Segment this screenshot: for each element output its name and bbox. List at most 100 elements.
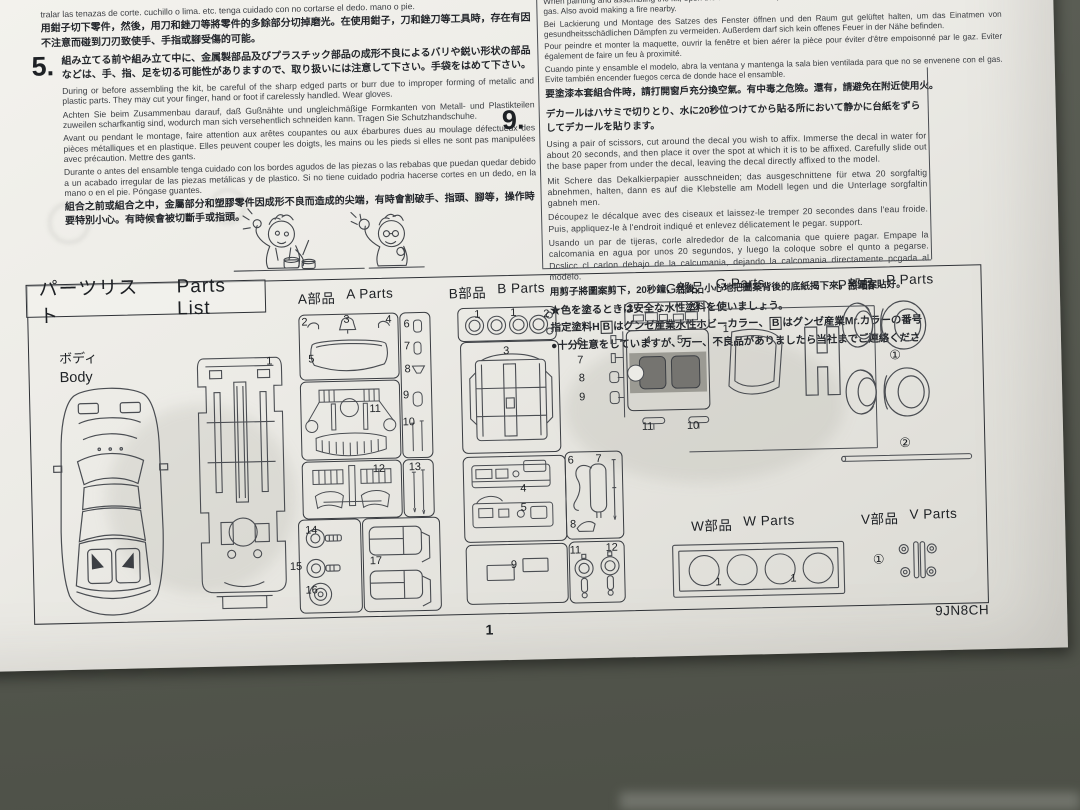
- step-9-number: 9.: [501, 104, 525, 136]
- part-label: 10: [686, 419, 700, 432]
- v-parts-en: V Parts: [909, 505, 958, 522]
- b-parts-box-1: 1 1 2: [457, 305, 557, 343]
- part-label: 9: [579, 391, 586, 404]
- b-parts-plates-drawing: [486, 557, 549, 582]
- table-highlight: [620, 792, 1080, 810]
- b-parts-dashboard-drawing: [471, 459, 554, 529]
- part-label: 1: [715, 576, 722, 589]
- b-parts-box-2: 3: [459, 339, 562, 455]
- part-label: 5: [308, 353, 315, 366]
- g-parts-runner-drawing: [689, 305, 878, 453]
- b-parts-muffler-drawing: [573, 459, 617, 532]
- a-parts-box-5: 17: [361, 516, 443, 613]
- p-parts-tires-1-drawing: [842, 300, 927, 350]
- part-label: 7: [577, 354, 584, 367]
- part-label: 16: [305, 584, 318, 597]
- w-parts-ja: W部品: [690, 517, 733, 534]
- part-label: 11: [569, 544, 582, 557]
- v-parts-ja: V部品: [860, 511, 899, 528]
- a-parts-ja: A部品: [297, 290, 336, 307]
- w-parts-en: W Parts: [743, 512, 795, 529]
- part-label: 8: [578, 372, 586, 385]
- part-label: 11: [369, 402, 381, 416]
- part-label: 2: [301, 316, 308, 329]
- a-parts-axle-drawing: [312, 464, 392, 510]
- b-parts-caps-drawing: [465, 311, 554, 336]
- b-parts-bulkhead-drawing: [469, 353, 554, 442]
- car-body-top-view-drawing: [53, 387, 169, 616]
- step9-japanese: デカールはハサミで切りとり、水に20秒位つけてから貼る所において静かに台紙をずら…: [545, 100, 921, 135]
- parts-list-panel: パーツリスト Parts List A部品 A Parts B部品 B Part…: [25, 264, 989, 625]
- part-label: ②: [899, 434, 912, 451]
- part-label: 3: [343, 313, 350, 326]
- part-label: 1: [266, 355, 273, 368]
- parts-list-title-ja: パーツリスト: [38, 276, 139, 328]
- a-parts-small-items-drawing: [307, 317, 391, 372]
- part-label: 5: [520, 501, 527, 514]
- step9-english: Using a pair of scissors, cut around the…: [546, 130, 927, 172]
- g-parts-windshield-drawing: [728, 328, 783, 395]
- column-divider-rule: [536, 0, 544, 269]
- a-parts-en: A Parts: [346, 285, 394, 302]
- g-parts-ja: G部品: [665, 280, 705, 297]
- g-parts-side-items-drawing: [609, 331, 626, 418]
- part-label: 2: [543, 308, 550, 321]
- step-5-block: 5. 組み立てる前や組み立て中に、金属製部品及びプラスチック部品の成形不良による…: [31, 44, 537, 230]
- part-label: 1: [790, 572, 797, 585]
- part-label: 12: [372, 462, 386, 476]
- g-parts-tinted-windows-drawing: [627, 351, 708, 394]
- a-parts-suspension-drawing: [305, 388, 397, 457]
- b-parts-lights-drawing: [574, 551, 620, 599]
- chassis-drawing: [196, 356, 287, 610]
- header-g-parts: G部品 G Parts: [666, 275, 766, 297]
- parts-list-title-box: パーツリスト Parts List: [25, 275, 267, 327]
- part-label: 4: [644, 334, 652, 347]
- header-v-parts: V部品 V Parts: [861, 506, 958, 528]
- part-label: 11: [641, 420, 654, 433]
- part-label: 17: [369, 554, 383, 568]
- part-label: ①: [872, 551, 885, 567]
- a-parts-seats-drawing: [368, 525, 432, 607]
- part-label: 9: [402, 389, 410, 402]
- part-label: 1: [510, 306, 517, 319]
- a-parts-box-3: 12: [301, 459, 403, 520]
- step-5-number: 5.: [31, 50, 55, 82]
- part-label: 10: [402, 416, 416, 429]
- part-label: 12: [605, 541, 619, 554]
- b-parts-box-5: 6 7 8: [564, 450, 625, 540]
- g-parts-en: G Parts: [715, 275, 766, 292]
- part-label: 7: [403, 340, 411, 353]
- part-label: 9: [510, 558, 518, 571]
- a-parts-box-4: 14 15 16: [290, 518, 364, 614]
- warnings-left-column: tralar las tenazas de corte. cuchillo o …: [31, 0, 537, 233]
- p-parts-ja: P部品: [837, 276, 876, 293]
- a-parts-rods-box: 13: [402, 458, 435, 518]
- part-label: 1: [474, 308, 481, 321]
- header-w-parts: W部品 W Parts: [691, 513, 795, 535]
- p-parts-en: P Parts: [885, 271, 934, 288]
- a-parts-side-items-drawing: [410, 319, 426, 452]
- g-parts-h-frame-drawing: [804, 325, 841, 396]
- body-section-label: ボディ Body: [59, 347, 98, 386]
- part-label: 3: [627, 303, 634, 316]
- part-label: 13: [408, 461, 422, 474]
- part-label: 4: [520, 482, 527, 495]
- a-parts-box-1: 2 3 4 5: [298, 312, 400, 381]
- header-b-parts: B部品 B Parts: [449, 280, 546, 302]
- header-p-parts: P部品 P Parts: [837, 271, 934, 293]
- parts-list-title-en: Parts List: [176, 274, 227, 319]
- w-parts-wheels-drawing: [672, 540, 846, 598]
- part-label: 4: [385, 313, 392, 326]
- part-label: 15: [289, 560, 303, 574]
- g-parts-strips-drawing: [642, 416, 710, 430]
- header-a-parts: A部品 A Parts: [298, 286, 394, 308]
- b-parts-ja: B部品: [448, 285, 487, 302]
- a-parts-side-column: 6 7 8 9 10: [399, 311, 434, 459]
- safety-cartoon-drawing: [233, 208, 425, 272]
- step9-german: Mit Schere das Dekalkierpapier ausschnei…: [547, 166, 928, 209]
- g-parts-window-box: 4 5: [625, 328, 711, 412]
- a-parts-box-2: 11: [299, 379, 402, 461]
- p-parts-rod-drawing: [841, 453, 973, 462]
- p-parts-tires-2-drawing: [845, 367, 930, 417]
